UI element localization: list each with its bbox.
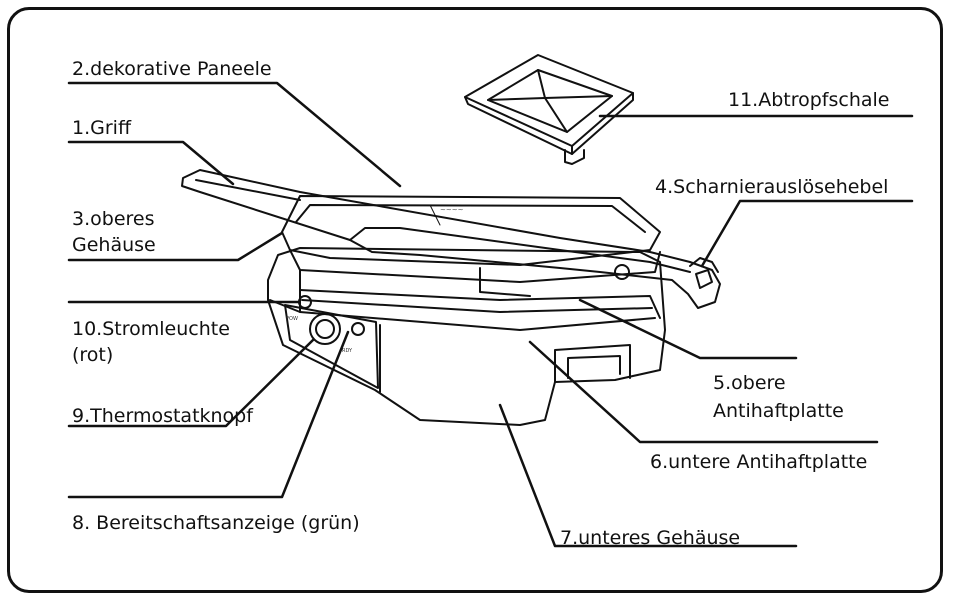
label-hinge-release-lever: 4.Scharnierauslösehebel: [655, 176, 889, 198]
leader-6: [528, 340, 879, 444]
svg-text:POW: POW: [286, 316, 298, 322]
leader-5: [578, 298, 798, 360]
label-decorative-panels: 2.dekorative Paneele: [72, 58, 272, 80]
label-thermostat-knob: 9.Thermostatknopf: [72, 405, 253, 427]
label-upper-housing-line2: Gehäuse: [72, 234, 156, 256]
leader-9: [67, 338, 315, 428]
svg-text:RDY: RDY: [342, 348, 353, 354]
leader-3: [67, 231, 284, 262]
label-upper-plate-line1: 5.obere: [713, 372, 786, 394]
leader-4: [700, 199, 914, 268]
label-handle: 1.Griff: [72, 117, 132, 139]
label-lower-plate: 6.untere Antihaftplatte: [650, 451, 868, 473]
label-ready-indicator: 8. Bereitschaftsanzeige (grün): [72, 512, 360, 534]
label-upper-plate-line2: Antihaftplatte: [713, 400, 844, 422]
drip-tray-drawing: [464, 54, 634, 165]
label-drip-tray: 11.Abtropfschale: [728, 89, 890, 111]
diagram-border: [7, 7, 943, 593]
handle-drawing: [181, 169, 721, 309]
leader-8: [67, 330, 350, 499]
leader-1: [67, 140, 235, 186]
leader-lines: [67, 81, 914, 548]
leader-2: [67, 81, 402, 188]
leader-7: [498, 403, 798, 548]
label-lower-housing: 7.unteres Gehäuse: [560, 527, 741, 549]
upper-housing-drawing: ~~~~: [281, 195, 661, 297]
label-power-light-line2: (rot): [72, 344, 114, 366]
label-power-light-line1: 10.Stromleuchte: [72, 318, 230, 340]
label-upper-housing-line1: 3.oberes: [72, 208, 155, 230]
lower-housing-drawing: [267, 247, 666, 426]
svg-text:~~~~: ~~~~: [440, 206, 464, 214]
